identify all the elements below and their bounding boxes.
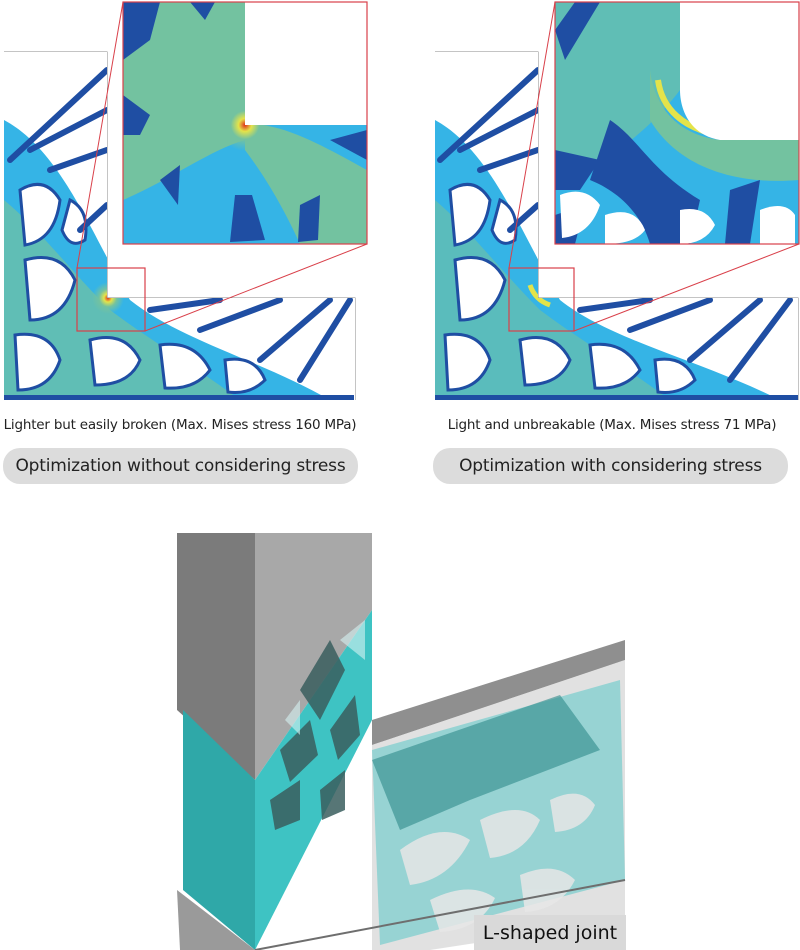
right-caption: Light and unbreakable (Max. Mises stress… [447,417,777,433]
right-method-label: Optimization with considering stress [433,448,788,484]
left-stress-map [4,1,368,400]
left-method-label: Optimization without considering stress [3,448,358,484]
left-caption: Lighter but easily broken (Max. Mises st… [3,417,357,433]
l-joint-render [177,533,626,950]
right-stress-map [435,1,800,400]
joint-label: L-shaped joint [474,915,626,950]
